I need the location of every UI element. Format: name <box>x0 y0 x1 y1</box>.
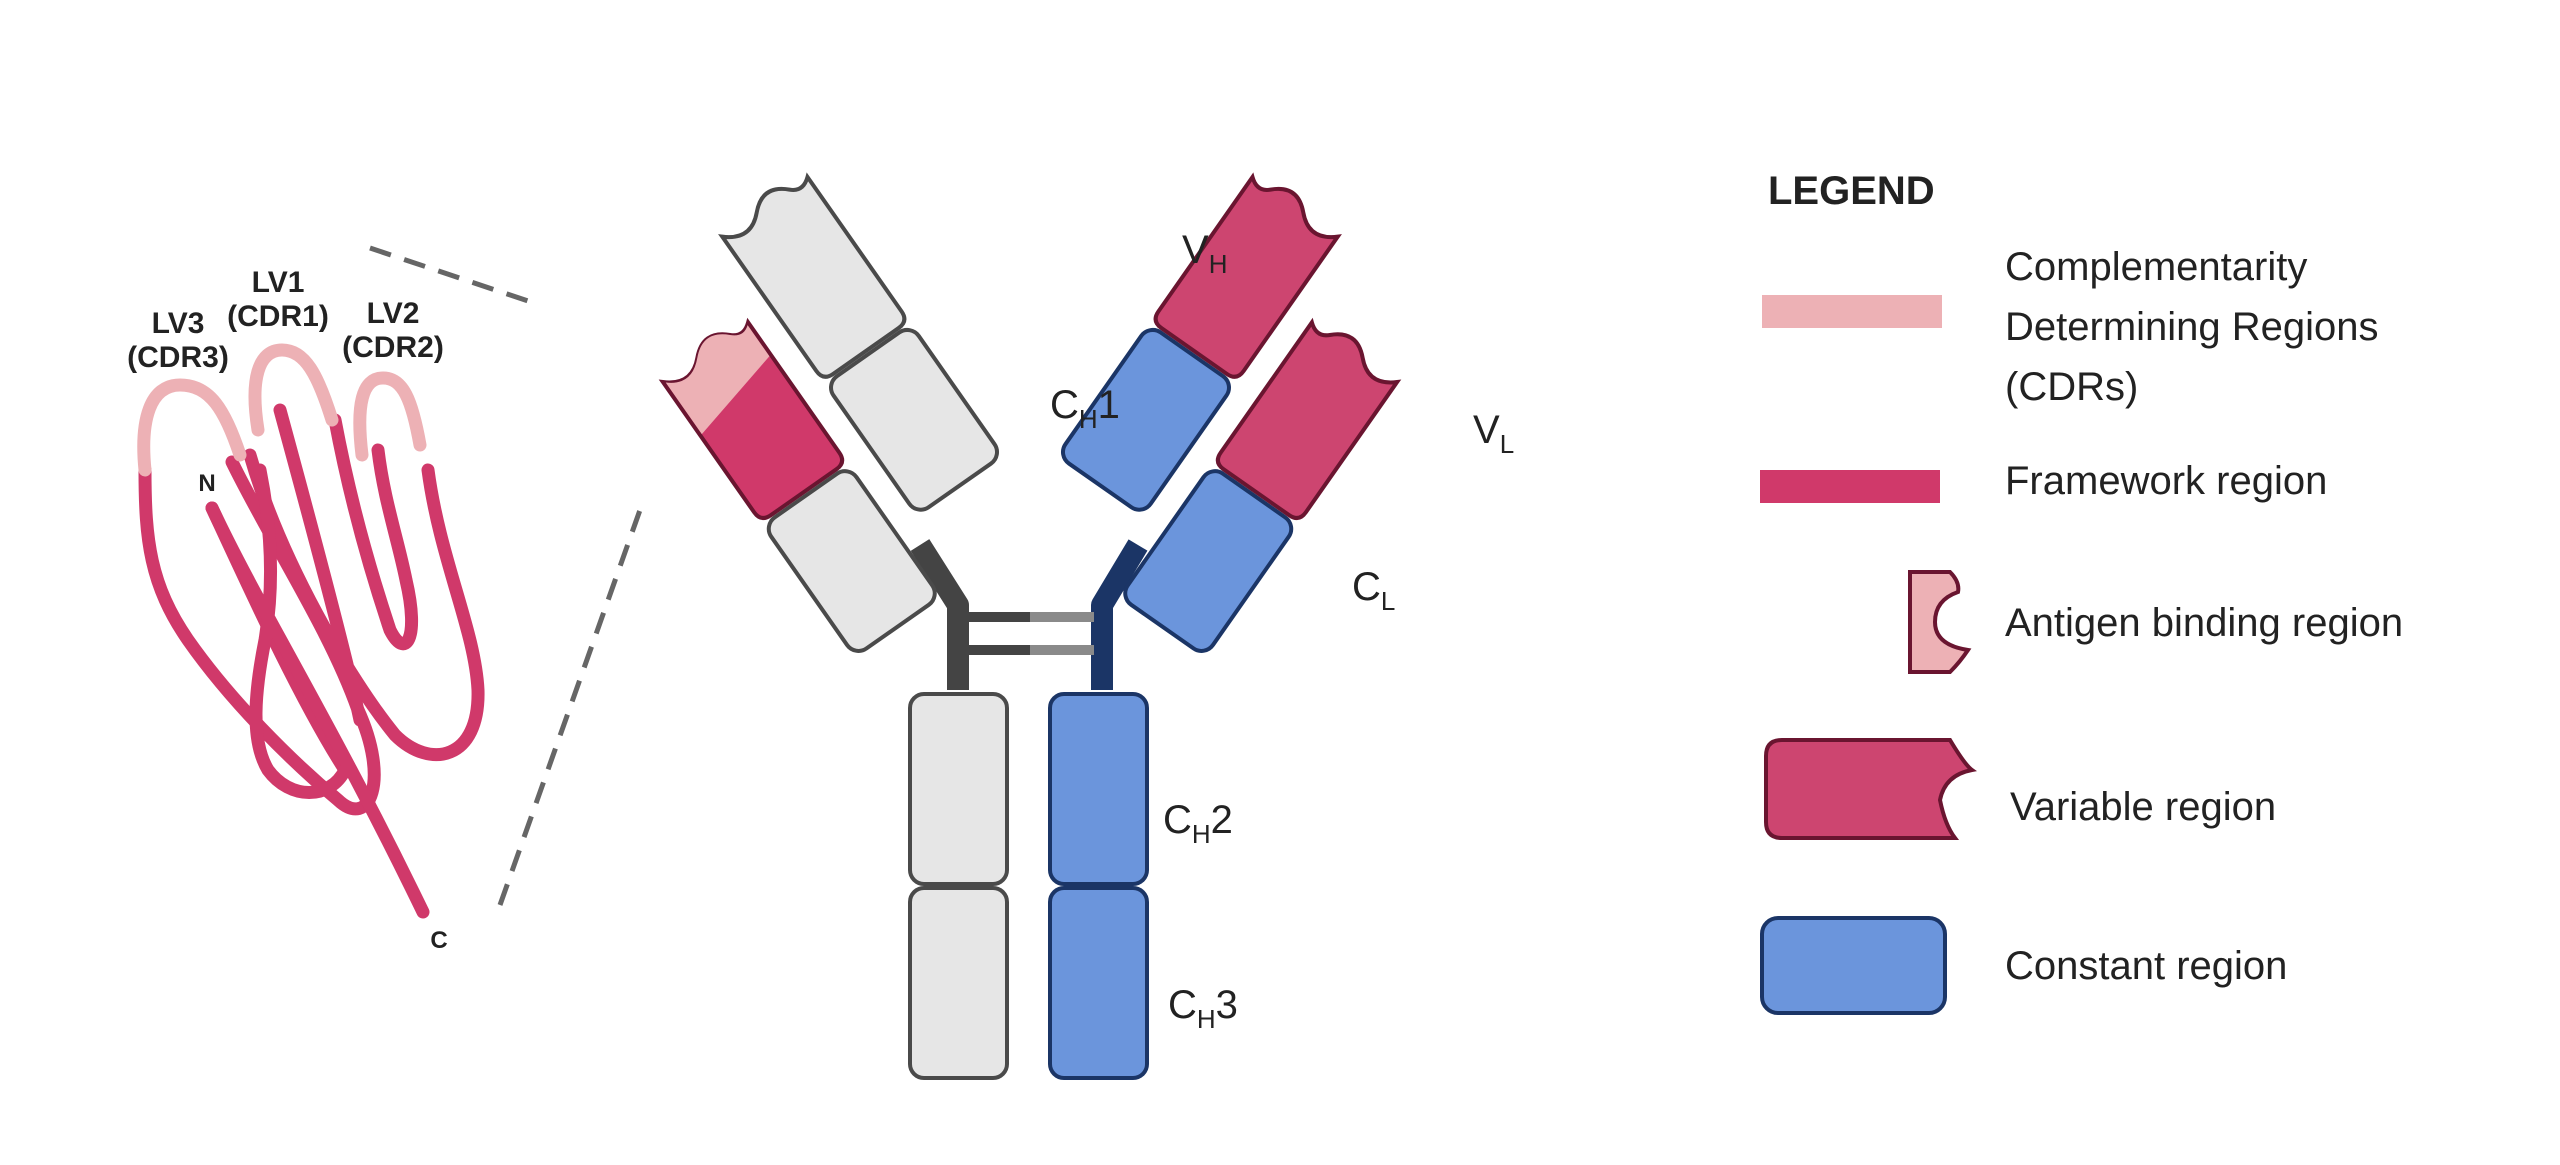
cdr2-loop <box>353 371 427 462</box>
lv3-cdr-label: (CDR3) <box>127 341 229 374</box>
right-heavy-chain-fab <box>1061 172 1342 512</box>
legend-constant-label: Constant region <box>2005 944 2287 988</box>
cl-label: CL <box>1352 565 1395 616</box>
left-ch1-domain <box>829 327 999 512</box>
antibody: VH VL CH1 CL CH2 CH3 <box>658 172 1514 1080</box>
left-ch2-domain <box>908 692 1009 886</box>
right-light-chain <box>1123 317 1402 653</box>
lv3-label: LV3 <box>152 307 205 340</box>
c-terminus-label: C <box>430 927 447 954</box>
legend-antigen-binding-icon <box>1908 570 1972 674</box>
legend: LEGEND Complementarity Determining Regio… <box>1760 169 2403 1015</box>
vl-label: VL <box>1473 408 1514 459</box>
right-ch1-domain <box>1061 327 1231 512</box>
ch3-label: CH3 <box>1168 983 1238 1034</box>
cdr-loop-diagram: LV3 (CDR3) LV1 (CDR1) LV2 (CDR2) N C <box>127 245 643 954</box>
legend-framework-label: Framework region <box>2005 459 2327 503</box>
right-vh-domain <box>1153 172 1342 379</box>
left-fab <box>658 172 999 653</box>
cdr3-loop <box>137 378 247 477</box>
right-ch3-domain <box>1048 886 1149 1080</box>
legend-cdr-swatch <box>1762 295 1942 328</box>
legend-antigen-binding-label: Antigen binding region <box>2005 601 2403 645</box>
cdr1-loop <box>248 343 339 437</box>
legend-constant-swatch <box>1760 916 1947 1015</box>
left-heavy-linker <box>910 539 969 690</box>
right-cl-domain <box>1123 469 1294 653</box>
left-heavy-chain-fab <box>718 172 999 512</box>
framework-strand <box>138 403 485 816</box>
lv2-label: LV2 <box>367 297 420 330</box>
zoom-guide-line-top <box>369 245 541 308</box>
disulfide-bonds <box>968 612 1094 655</box>
zoom-guide-line-bottom <box>497 509 643 906</box>
left-vh-domain <box>718 172 907 379</box>
lv1-label: LV1 <box>252 266 305 299</box>
legend-cdr-line2: Determining Regions <box>2005 305 2379 349</box>
legend-variable-swatch <box>1764 738 1977 840</box>
right-vl-domain <box>1215 317 1402 521</box>
ch2-label: CH2 <box>1163 798 1233 849</box>
legend-cdr-line1: Complementarity <box>2005 245 2307 289</box>
right-fab <box>1061 172 1402 653</box>
legend-cdr-line3: (CDRs) <box>2005 365 2138 409</box>
lv2-cdr-label: (CDR2) <box>342 331 444 364</box>
right-ch2-domain <box>1048 692 1149 886</box>
legend-title: LEGEND <box>1768 169 1935 213</box>
left-cl-domain <box>766 469 937 653</box>
right-heavy-linker <box>1091 539 1148 690</box>
lv1-cdr-label: (CDR1) <box>227 300 329 333</box>
ch1-label: CH1 <box>1050 383 1120 434</box>
legend-framework-swatch <box>1760 470 1940 503</box>
vh-label: VH <box>1182 228 1227 279</box>
n-to-c-strand <box>205 463 430 919</box>
n-terminus-label: N <box>198 470 215 497</box>
left-ch3-domain <box>908 886 1009 1080</box>
legend-variable-label: Variable region <box>2010 785 2276 829</box>
left-light-chain <box>658 317 937 653</box>
left-vl-cdr <box>665 325 770 435</box>
